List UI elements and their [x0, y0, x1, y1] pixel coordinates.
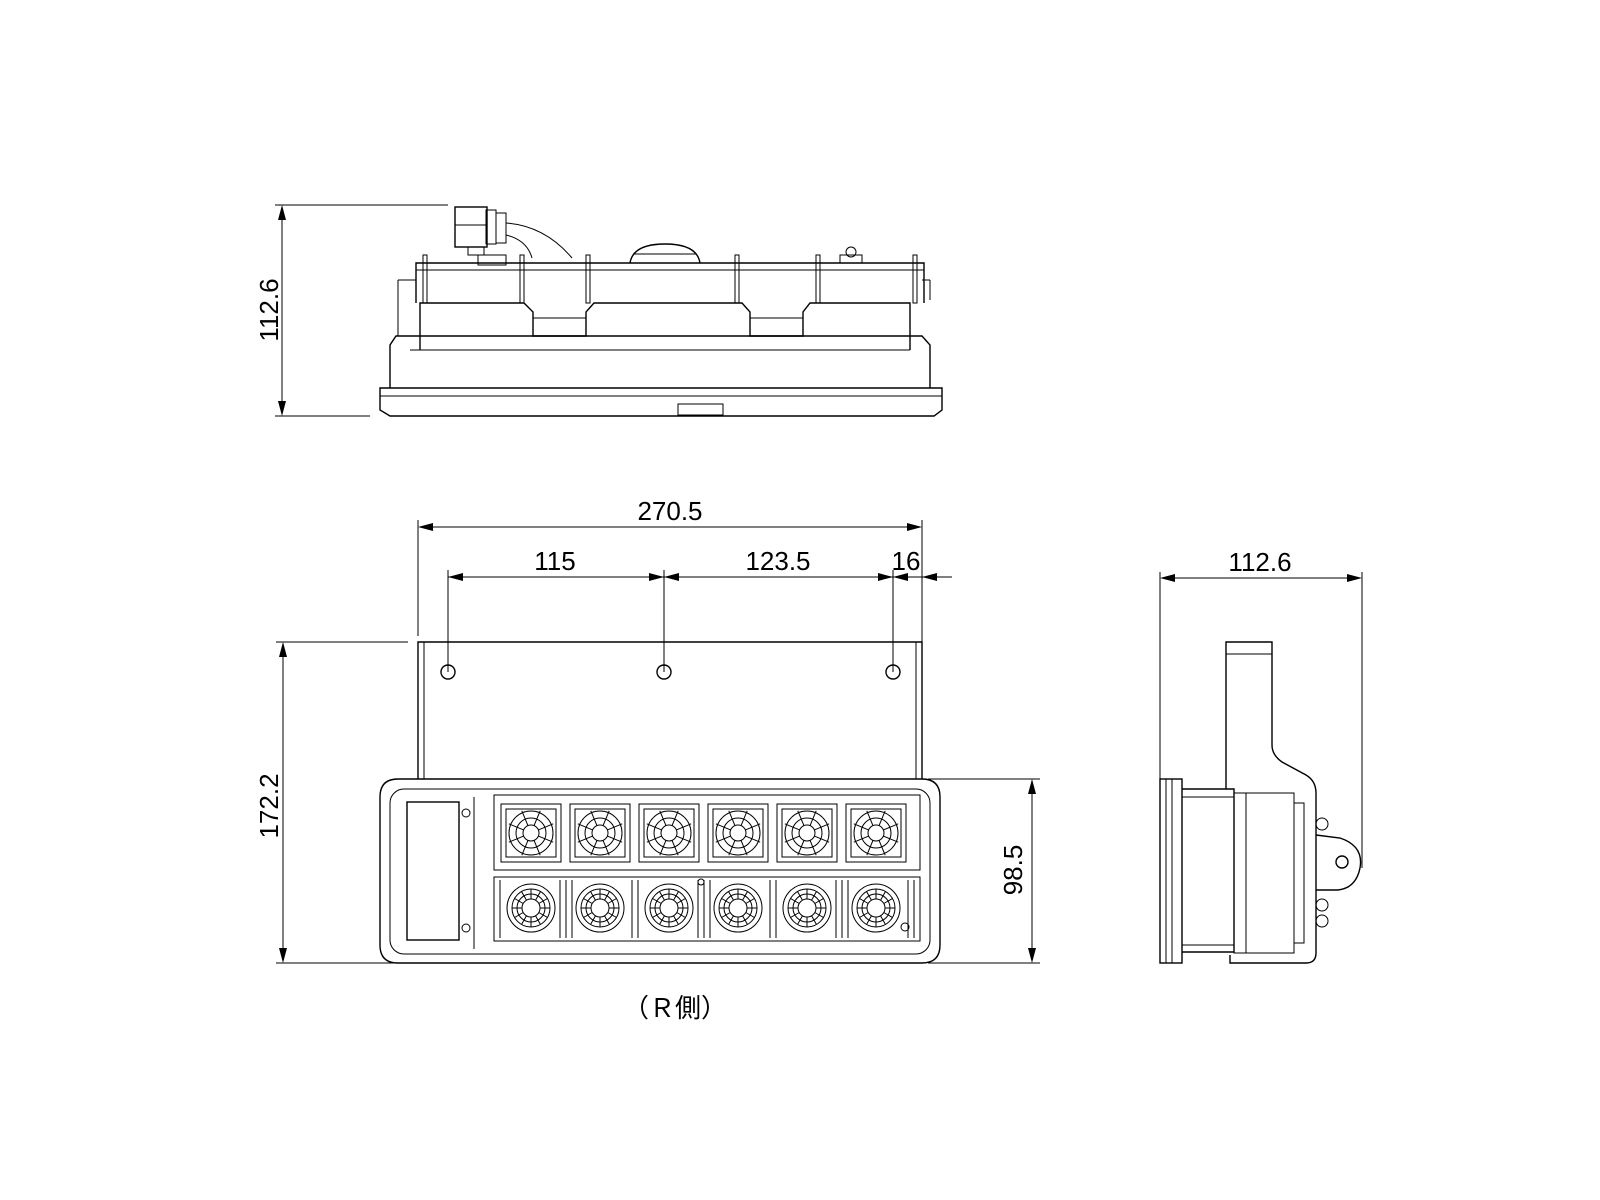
lamp-height-dimension: 98.5: [998, 845, 1028, 896]
led-bottom-row: [499, 880, 915, 938]
led-module-top: [776, 803, 838, 863]
led-module-bottom: [644, 883, 694, 933]
led-module-bottom: [782, 883, 832, 933]
overall-width-dimension: 270.5: [637, 496, 702, 526]
mount-hole-center: [656, 664, 672, 680]
top-depth-dimension: 112.6: [254, 278, 284, 341]
hole-spacing-left-dimension: 115: [534, 546, 575, 576]
lens-ribbing: [499, 880, 915, 938]
led-top-row: [500, 803, 907, 863]
hole-edge-offset-dimension: 16: [892, 546, 921, 576]
led-module-bottom: [506, 883, 556, 933]
top-view: 112.6: [254, 204, 943, 417]
led-module-bottom: [575, 883, 625, 933]
side-view: 112.6: [1159, 547, 1363, 964]
front-view: 270.5 115 123.5 16 172.2 98.5: [254, 496, 1040, 964]
led-module-top: [707, 803, 769, 863]
led-module-bottom: [851, 883, 901, 933]
mount-hole-right: [885, 664, 901, 680]
side-caption: （Ｒ側）: [623, 994, 727, 1024]
led-module-top: [569, 803, 631, 863]
side-depth-dimension: 112.6: [1228, 547, 1291, 577]
hole-spacing-right-dimension: 123.5: [745, 546, 810, 576]
led-module-top: [638, 803, 700, 863]
mount-hole-left: [440, 664, 456, 680]
led-module-top: [500, 803, 562, 863]
led-module-top: [845, 803, 907, 863]
overall-height-dimension: 172.2: [254, 773, 284, 838]
led-module-bottom: [713, 883, 763, 933]
